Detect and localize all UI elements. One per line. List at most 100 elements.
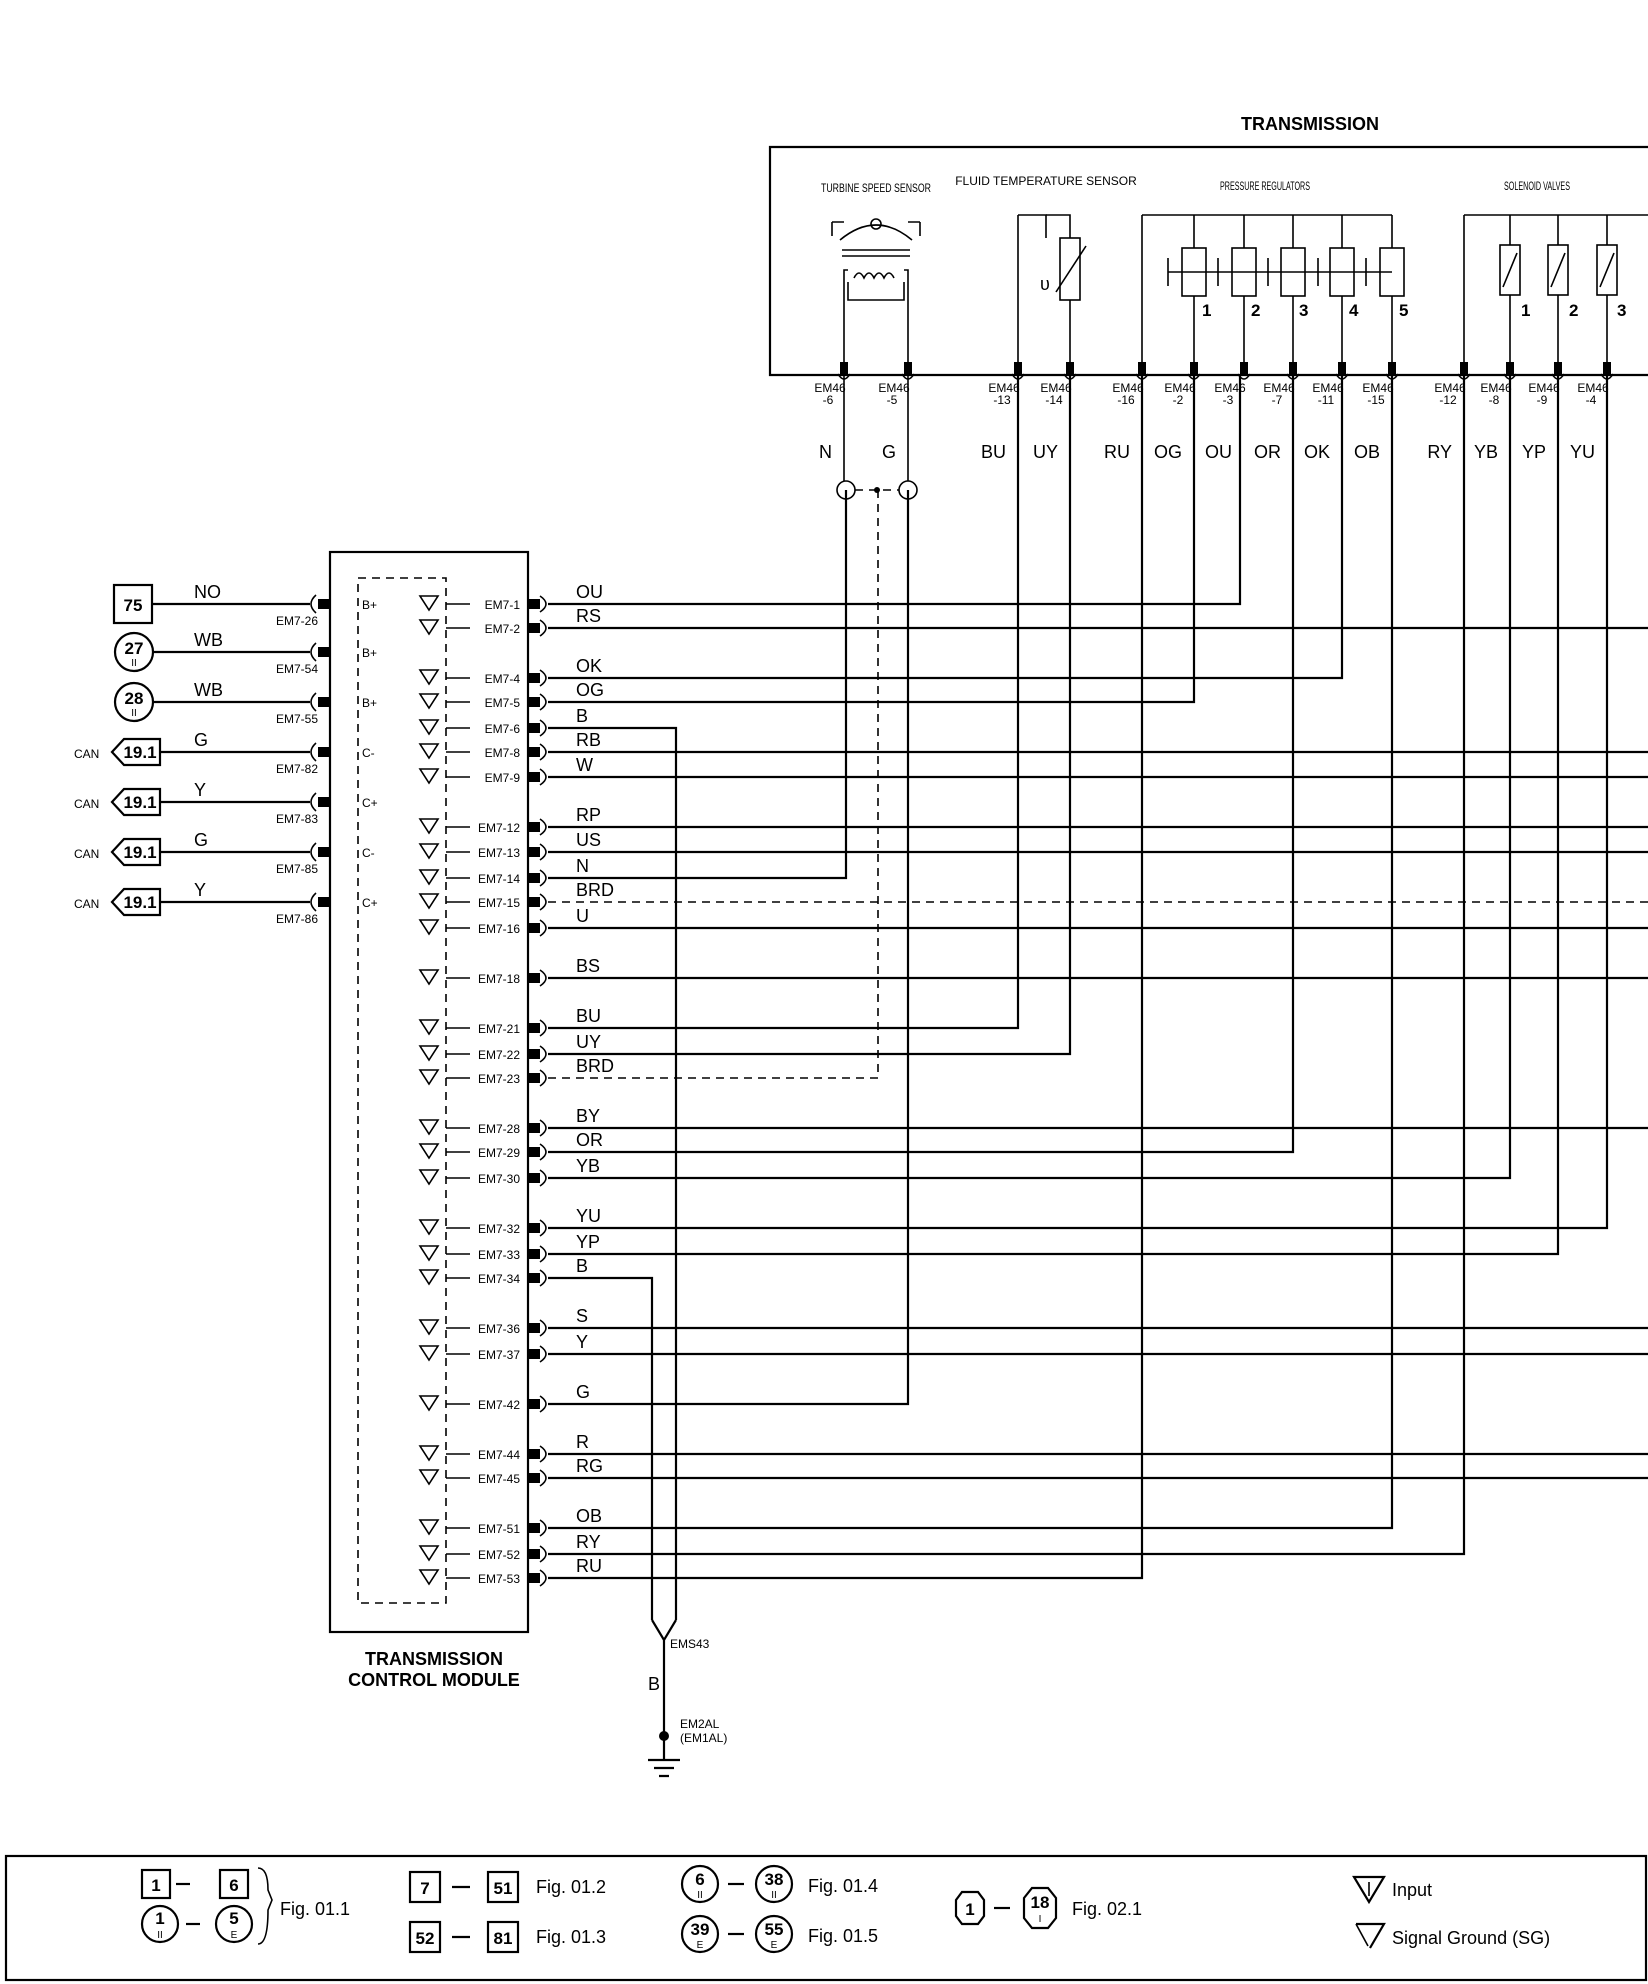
em46-wire-label: G	[882, 442, 896, 462]
em46-connector-group: EM46-6NEM46-5GEM46-13BUEM46-14UYEM46-16R…	[814, 362, 1614, 462]
svg-text:1: 1	[965, 1900, 974, 1919]
right-pin-label: EM7-1	[485, 598, 521, 612]
tcm-right-pin: EM7-2RS	[418, 606, 601, 637]
em46-wire-label: N	[819, 442, 832, 462]
left-pin-label: EM7-85	[276, 862, 318, 876]
tcm-title-line2: CONTROL MODULE	[348, 1670, 520, 1690]
input-symbol-icon	[418, 818, 440, 835]
em46-pin-label: EM46	[814, 381, 846, 395]
em46-pin-sublabel: -7	[1272, 393, 1283, 407]
em46-wire-label: YU	[1570, 442, 1595, 462]
left-pin-label: EM7-55	[276, 712, 318, 726]
left-wire-label: G	[194, 730, 208, 750]
regulator-number-1: 1	[1202, 301, 1211, 320]
svg-text:5: 5	[229, 1909, 238, 1928]
em46-wire-label: OR	[1254, 442, 1281, 462]
em46-pin-marker	[840, 362, 848, 374]
left-pin-label: EM7-86	[276, 912, 318, 926]
tcm-right-pin: EM7-6B	[418, 706, 588, 737]
svg-text:E: E	[697, 1940, 704, 1951]
input-symbol-icon	[418, 768, 440, 785]
signal-ground-symbol-icon	[1355, 1922, 1386, 1949]
em46-pin-marker	[1388, 362, 1396, 374]
right-pin-label: EM7-52	[478, 1548, 520, 1562]
right-wire-label: S	[576, 1306, 588, 1326]
right-pin-marker	[528, 1573, 540, 1583]
tcm-right-pin: EM7-5 OG	[418, 680, 604, 711]
can-label: CAN	[74, 797, 99, 811]
right-pin-label: EM7-21	[478, 1022, 520, 1036]
svg-text:υ: υ	[1040, 274, 1050, 294]
legend-fig012-013: 7 51 52 81	[408, 1870, 520, 1954]
right-pin-label: EM7-44	[478, 1448, 520, 1462]
right-wire-label: BRD	[576, 880, 614, 900]
left-wire-label: G	[194, 830, 208, 850]
circle-ref-sub: II	[131, 708, 137, 719]
solenoid-number-2: 2	[1569, 301, 1578, 320]
input-symbol-icon	[418, 919, 440, 936]
circle-ref-number: 28	[125, 689, 144, 708]
left-pin-marker	[318, 747, 330, 757]
em46-pin-label: EM46	[1112, 381, 1144, 395]
legend-fig011: 1 6 1 II 5 E	[140, 1867, 273, 1945]
input-symbol-icon	[418, 1269, 440, 1286]
tcm-left-inputs: 75NOEM7-26B+27IIWBEM7-54B+28IIWBEM7-55B+…	[74, 582, 378, 926]
right-wire-label: OG	[576, 680, 604, 700]
ground-point-label-1: EM2AL	[680, 1717, 720, 1731]
right-pin-marker	[528, 623, 540, 633]
circle-ref-number: 27	[125, 639, 144, 658]
input-symbol-icon	[418, 595, 440, 612]
right-wire-label: W	[576, 755, 593, 775]
input-symbol-icon	[418, 669, 440, 686]
legend-fig021-label: Fig. 02.1	[1072, 1899, 1142, 1919]
right-wire-label: RU	[576, 1556, 602, 1576]
right-pin-label: EM7-36	[478, 1322, 520, 1336]
em46-pin-label: EM46	[1263, 381, 1295, 395]
right-wire-label: U	[576, 906, 589, 926]
can-ref: 19.1	[123, 793, 156, 812]
right-wire-label: RP	[576, 805, 601, 825]
right-pin-label: EM7-33	[478, 1248, 520, 1262]
right-pin-label: EM7-4	[485, 672, 521, 686]
em46-pin-label: EM46	[1312, 381, 1344, 395]
tcm-title-line1: TRANSMISSION	[365, 1649, 503, 1669]
em46-wire-label: RY	[1427, 442, 1452, 462]
right-wire-label: B	[576, 1256, 588, 1276]
right-pin-marker	[528, 1273, 540, 1283]
left-pin-function: B+	[362, 646, 377, 660]
legend-fig012-label: Fig. 01.2	[536, 1877, 606, 1897]
right-pin-marker	[528, 599, 540, 609]
input-symbol-icon	[418, 893, 440, 910]
legend-fig015-label: Fig. 01.5	[808, 1926, 878, 1946]
right-pin-label: EM7-5	[485, 696, 521, 710]
can-ref: 19.1	[123, 743, 156, 762]
can-label: CAN	[74, 897, 99, 911]
right-pin-marker	[528, 1349, 540, 1359]
solenoid-valves-symbols	[1463, 214, 1648, 368]
right-pin-label: EM7-42	[478, 1398, 520, 1412]
em46-wire-label: RU	[1104, 442, 1130, 462]
left-pin-function: C+	[362, 896, 378, 910]
right-pin-marker	[528, 822, 540, 832]
right-wire-label: R	[576, 1432, 589, 1452]
transmission-title: TRANSMISSION	[1241, 114, 1379, 134]
legend-fig011-label: Fig. 01.1	[280, 1899, 350, 1919]
tcm-right-pin: EM7-14N	[418, 856, 589, 887]
legend-fig014-label: Fig. 01.4	[808, 1876, 878, 1896]
em46-wire-label: UY	[1033, 442, 1058, 462]
right-wire-label: US	[576, 830, 601, 850]
left-wire-label: WB	[194, 630, 223, 650]
em46-pin-marker	[1190, 362, 1198, 374]
em46-pin-label: EM46	[988, 381, 1020, 395]
right-wire-label: OK	[576, 656, 602, 676]
right-pin-label: EM7-45	[478, 1472, 520, 1486]
